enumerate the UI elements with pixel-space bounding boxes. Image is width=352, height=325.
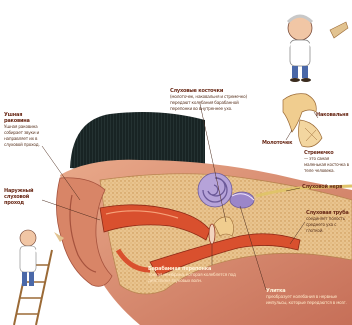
label-auricle-title: Ушная раковина [4,112,46,124]
label-eardrum-body: тонкая мембрана, которая колеблется под … [148,272,236,284]
label-ossicles-body: (молоточек, наковальня и стремечко) пере… [170,94,256,112]
doctor-on-ladder [14,230,64,325]
label-ossicles: Слуховые косточки (молоточек, наковальня… [170,88,256,112]
label-eardrum: Барабанная перепонка тонкая мембрана, ко… [148,266,236,284]
label-nerve: Слуховой нерв [302,184,350,190]
label-auricle-body: Ушная раковина собирает звуки и направля… [4,124,46,148]
label-cochlea-body: преобразует колебания в нервные импульсы… [266,294,350,306]
label-nerve-title: Слуховой нерв [302,184,350,190]
label-auricle: Ушная раковина Ушная раковина собирает з… [4,112,46,148]
eardrum-shape [209,224,215,244]
label-eustachian-body: соединяет полость среднего уха с глоткой… [306,216,350,234]
label-ear-canal: Наружный слуховой проход [4,188,44,206]
label-malleus: Молоточек [262,140,302,146]
label-incus-title: Наковальня [316,112,352,118]
doctor-figure-top [270,16,348,82]
label-eustachian: Слуховая труба соединяет полость среднег… [306,210,350,234]
label-malleus-title: Молоточек [262,140,302,146]
label-stapes-body: — это самая маленькая косточка в теле че… [304,156,350,174]
label-incus: Наковальня [316,112,352,118]
label-ear-canal-title: Наружный слуховой проход [4,188,44,206]
label-stapes: Стремечко — это самая маленькая косточка… [304,150,350,174]
label-cochlea: Улитка преобразует колебания в нервные и… [266,288,350,306]
ossicle-detail [283,94,322,147]
